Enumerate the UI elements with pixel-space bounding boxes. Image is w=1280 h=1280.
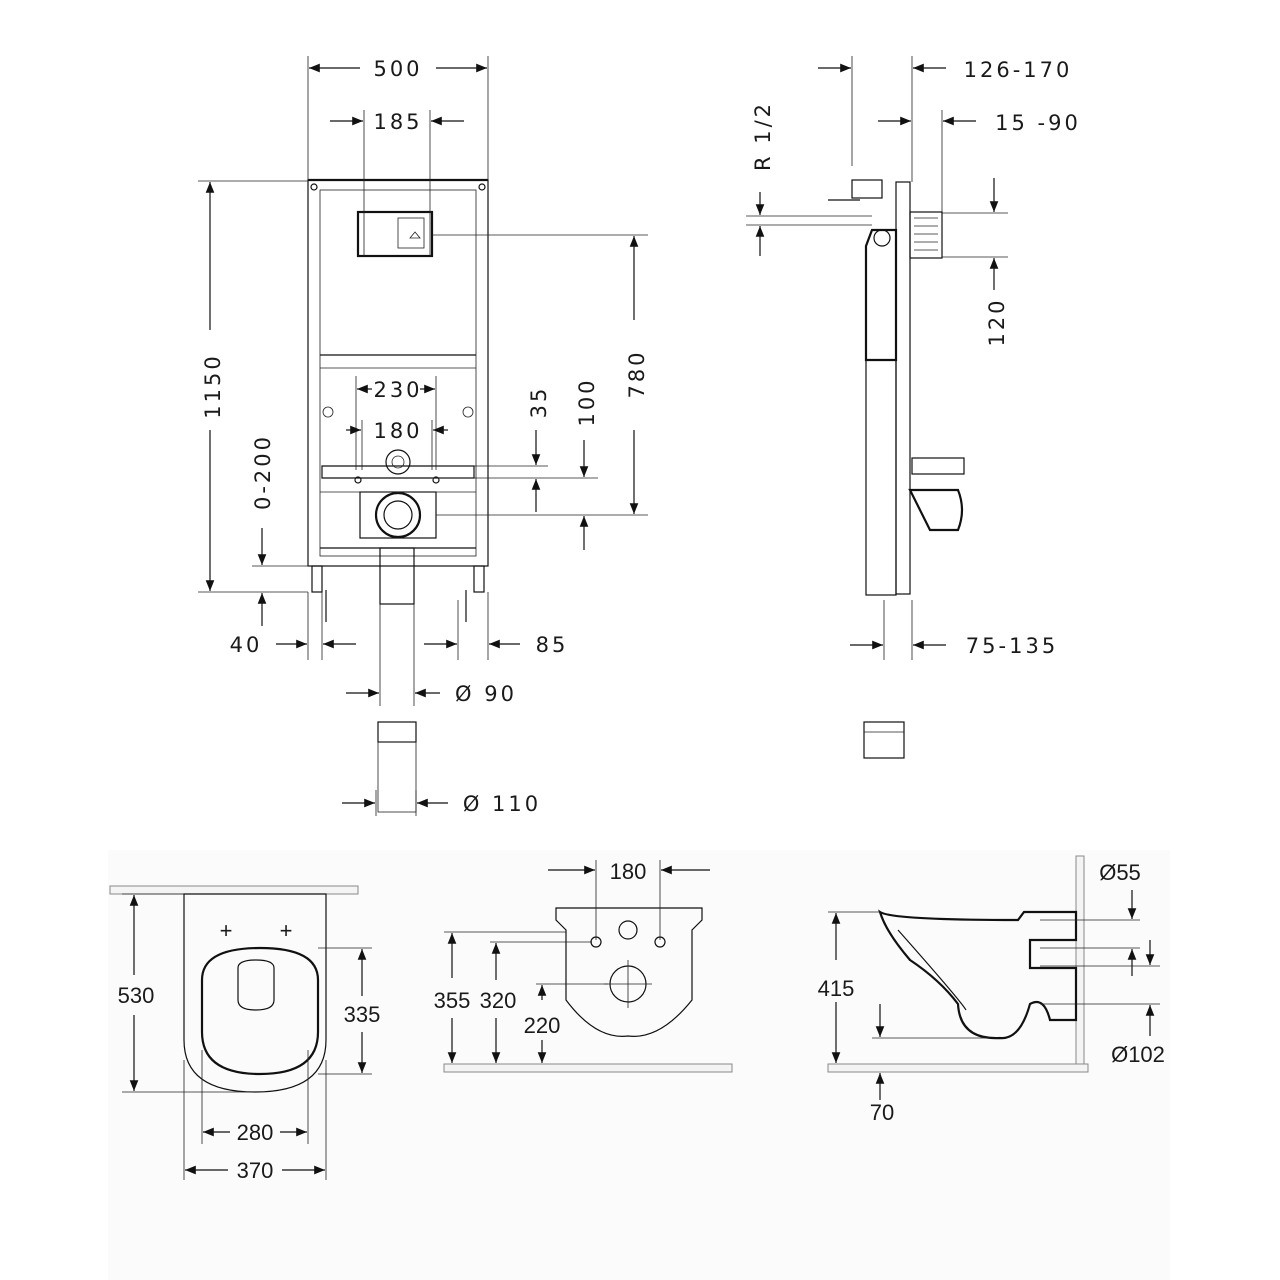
dim-depth-126-170: 126-170 <box>964 58 1073 82</box>
dim-height-415: 415 <box>818 976 855 1001</box>
dim-foot-40: 40 <box>230 633 263 657</box>
bowl-top-view: + + 530 335 280 370 <box>109 885 381 1183</box>
dim-height-780: 780 <box>625 349 649 398</box>
dim-width-230: 230 <box>373 378 422 402</box>
dim-bolt-180: 180 <box>610 859 647 884</box>
dim-depth-75-135: 75-135 <box>966 634 1058 658</box>
dim-height-35: 35 <box>527 386 551 419</box>
front-view: 500 185 1150 0-200 230 180 <box>198 56 649 816</box>
dim-pipe-90: Ø 90 <box>455 682 517 706</box>
dim-width-185: 185 <box>373 110 422 134</box>
bowl-side-view: 415 Ø55 Ø102 70 <box>818 855 1165 1125</box>
bowl-rear-view: 180 355 320 220 <box>434 859 733 1073</box>
dim-height-100: 100 <box>575 377 599 426</box>
dim-thread-r-half: R 1/2 <box>751 101 775 171</box>
dim-diameter-55: Ø55 <box>1099 860 1141 885</box>
dim-height-120: 120 <box>985 297 1009 346</box>
dim-diameter-102: Ø102 <box>1111 1042 1165 1067</box>
dim-depth-15-90: 15 -90 <box>995 111 1081 135</box>
dim-inner-280: 280 <box>237 1120 274 1145</box>
svg-text:+: + <box>220 918 233 943</box>
dim-pipe-110: Ø 110 <box>463 792 541 816</box>
dim-height-355: 355 <box>434 988 471 1013</box>
dim-foot-85: 85 <box>536 633 569 657</box>
dim-inner-335: 335 <box>344 1002 381 1027</box>
side-view: 126-170 15 -90 R 1/2 120 75-135 <box>746 56 1081 759</box>
dim-length-530: 530 <box>118 983 155 1008</box>
dim-height-1150: 1150 <box>201 353 225 418</box>
dim-range-0-200: 0-200 <box>251 434 275 510</box>
dim-width-500: 500 <box>373 57 422 81</box>
dim-outer-370: 370 <box>237 1158 274 1183</box>
dim-width-180: 180 <box>373 419 422 443</box>
dim-gap-70: 70 <box>870 1100 894 1125</box>
dim-height-220: 220 <box>524 1013 561 1038</box>
svg-text:+: + <box>280 918 293 943</box>
dim-height-320: 320 <box>480 988 517 1013</box>
